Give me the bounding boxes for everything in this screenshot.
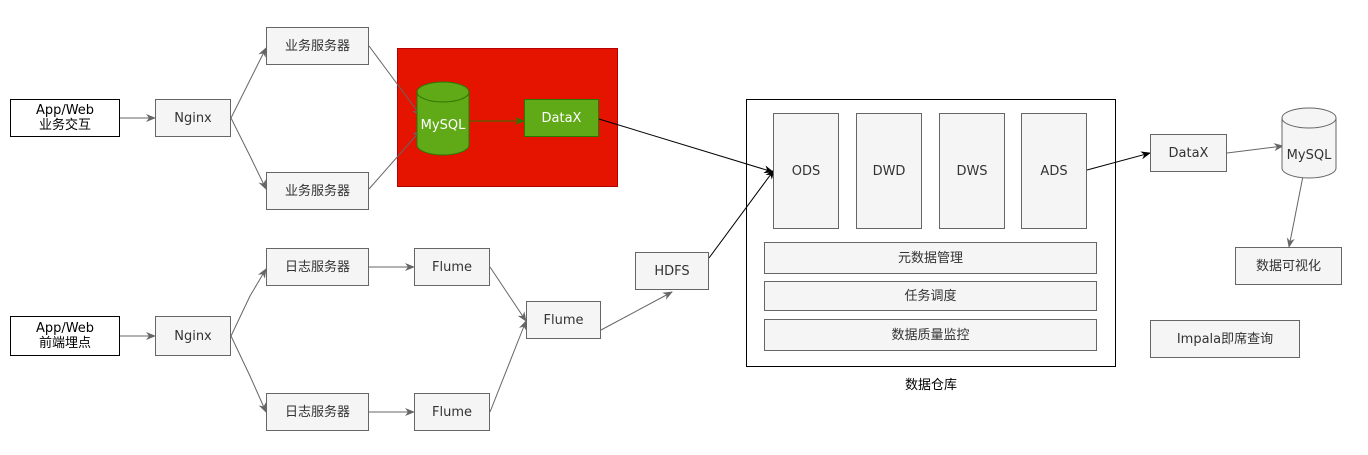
mysql-target-label: MySQL xyxy=(1286,147,1332,163)
edge-hdfs-to-ods xyxy=(708,169,775,259)
edge-mysql-to-visualization xyxy=(1286,175,1304,248)
edge-datax-to-ods xyxy=(598,118,774,174)
layer-ods: ODS xyxy=(773,113,839,229)
hdfs: HDFS xyxy=(635,252,709,290)
edge-flume-top-to-merge xyxy=(489,266,527,322)
mysql-source-label: MySQL xyxy=(420,117,466,133)
edge-business-server-top-to-mysql xyxy=(368,45,422,117)
business-server-bottom: 业务服务器 xyxy=(266,172,369,210)
edge-ads-to-datax-export xyxy=(1086,151,1151,171)
data-visualization: 数据可视化 xyxy=(1235,247,1342,285)
flume-bottom: Flume xyxy=(414,393,490,431)
layer-dwd: DWD xyxy=(856,113,922,229)
edge-nginx-to-log-server-top xyxy=(230,268,267,337)
edge-flume-bottom-to-merge xyxy=(489,320,527,413)
service-data-quality-monitoring: 数据质量监控 xyxy=(764,319,1097,351)
nginx-top: Nginx xyxy=(155,99,231,137)
datax-source: DataX xyxy=(524,99,599,137)
edge-nginx-to-log-server-bottom xyxy=(230,335,267,413)
mysql-target-database-icon xyxy=(1281,107,1337,179)
app-web-frontend-source: App/Web 前端埋点 xyxy=(10,316,120,356)
edge-datax-export-to-mysql xyxy=(1226,143,1284,154)
impala-adhoc-query: Impala即席查询 xyxy=(1150,320,1300,358)
datax-export: DataX xyxy=(1150,134,1227,172)
layer-ads: ADS xyxy=(1021,113,1087,229)
nginx-bottom: Nginx xyxy=(155,316,231,356)
service-task-scheduling: 任务调度 xyxy=(764,281,1097,311)
flume-merge: Flume xyxy=(526,301,601,339)
data-warehouse-caption: 数据仓库 xyxy=(904,378,957,393)
edge-merge-to-hdfs xyxy=(600,291,673,331)
app-web-business-source: App/Web 业务交互 xyxy=(10,99,120,137)
log-server-top: 日志服务器 xyxy=(266,248,369,286)
service-metadata-management: 元数据管理 xyxy=(764,242,1097,274)
layer-dws: DWS xyxy=(939,113,1005,229)
business-server-top: 业务服务器 xyxy=(266,27,369,65)
edge-nginx-to-business-server-bottom xyxy=(230,117,267,190)
edge-business-server-bottom-to-mysql xyxy=(368,129,422,190)
edge-nginx-to-business-server-top xyxy=(230,47,267,119)
mysql-source-database-icon xyxy=(416,81,470,156)
log-server-bottom: 日志服务器 xyxy=(266,393,369,431)
flume-top: Flume xyxy=(414,248,490,286)
